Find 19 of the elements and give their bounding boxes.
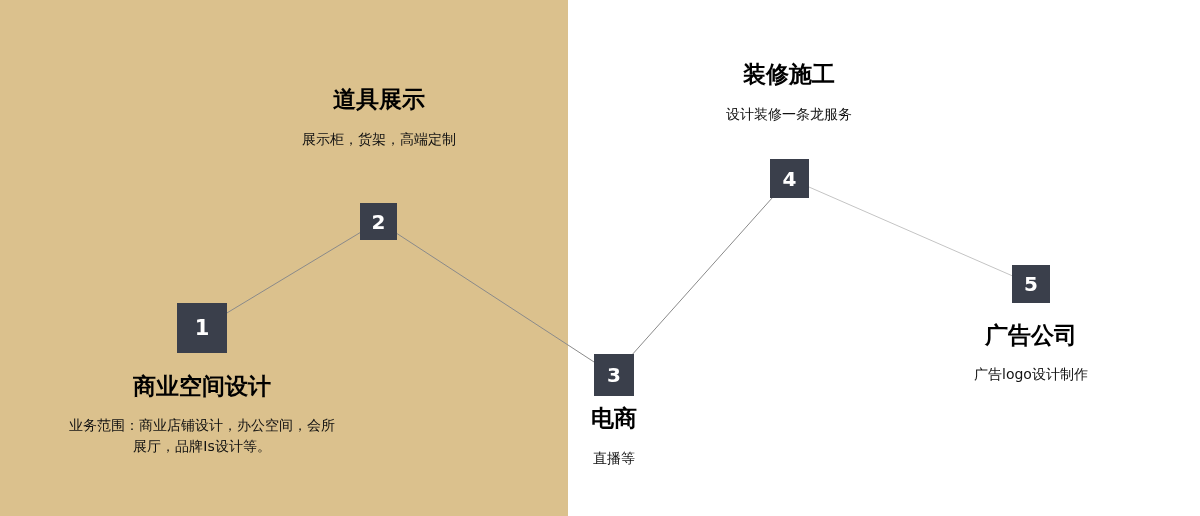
connector-line bbox=[632, 197, 773, 355]
connector-line bbox=[396, 233, 595, 363]
step-description: 业务范围：商业店铺设计，办公空间，会所展厅，品牌Is设计等。 bbox=[68, 416, 336, 456]
step-title: 装修施工 bbox=[742, 60, 836, 88]
step-number: 3 bbox=[594, 354, 634, 396]
step-number: 2 bbox=[360, 203, 397, 240]
step-description: 广告logo设计制作 bbox=[973, 365, 1089, 384]
step-number: 4 bbox=[770, 159, 809, 198]
step-number: 5 bbox=[1012, 265, 1050, 303]
connector-line bbox=[808, 186, 1013, 277]
step-title: 电商 bbox=[590, 404, 638, 432]
step-description: 设计装修一条龙服务 bbox=[725, 105, 853, 124]
connector-line bbox=[226, 232, 361, 314]
step-title: 广告公司 bbox=[984, 321, 1078, 349]
step-title: 商业空间设计 bbox=[132, 372, 272, 400]
step-title: 道具展示 bbox=[332, 85, 426, 113]
step-number: 1 bbox=[177, 303, 227, 353]
step-description: 展示柜，货架，高端定制 bbox=[301, 130, 457, 149]
step-description: 直播等 bbox=[592, 449, 636, 468]
